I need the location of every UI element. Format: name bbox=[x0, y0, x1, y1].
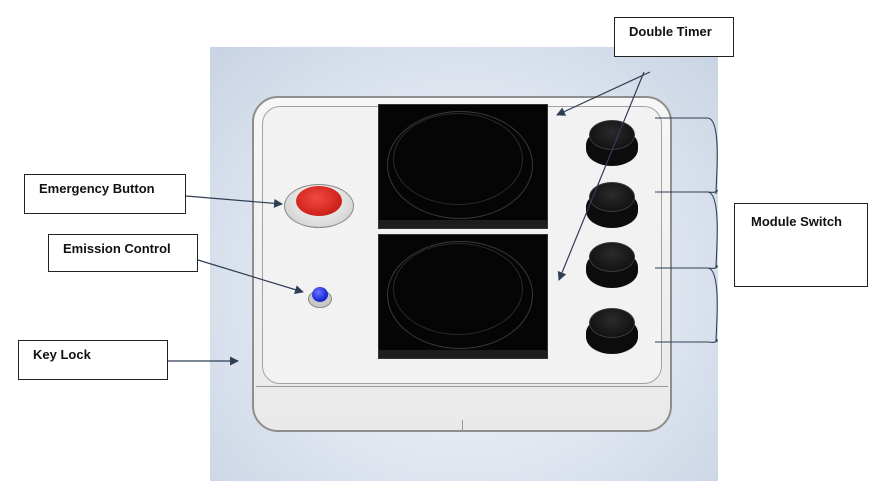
emission-control-label: Emission Control bbox=[48, 234, 198, 272]
timer-display-bottom-band bbox=[379, 350, 547, 358]
device-base-seam bbox=[462, 420, 463, 432]
module-switch-3-top bbox=[589, 242, 635, 272]
timer-display-top bbox=[378, 104, 548, 229]
module-switch-4-top bbox=[589, 308, 635, 338]
key-lock-label: Key Lock bbox=[18, 340, 168, 380]
timer-display-top-inner-ring bbox=[393, 113, 523, 205]
device-base-edge bbox=[256, 386, 668, 387]
module-switch-label: Module Switch bbox=[734, 203, 868, 287]
module-switch-brace-middle bbox=[707, 191, 718, 269]
emergency-arrow bbox=[185, 195, 283, 208]
timer-display-bottom bbox=[378, 234, 548, 359]
module-switch-3 bbox=[586, 242, 638, 288]
timer-display-top-band bbox=[379, 220, 547, 228]
timer-display-bottom-ring bbox=[387, 241, 533, 349]
module-switch-brace-lower bbox=[707, 267, 718, 343]
control-box bbox=[252, 96, 672, 432]
emission-led-cap bbox=[312, 287, 328, 302]
emergency-button-label: Emergency Button bbox=[24, 174, 186, 214]
emission-control-led bbox=[308, 286, 332, 308]
module-switch-1 bbox=[586, 120, 638, 166]
timer-arrow-top bbox=[556, 71, 651, 116]
timer-display-top-ring bbox=[387, 111, 533, 219]
timer-arrow-bottom bbox=[557, 71, 645, 281]
module-switch-4 bbox=[586, 308, 638, 354]
module-switch-brace-upper bbox=[707, 117, 718, 195]
double-timer-label: Double Timer bbox=[614, 17, 734, 57]
emission-arrow bbox=[197, 259, 304, 294]
emergency-button bbox=[284, 178, 354, 228]
timer-display-bottom-inner-ring bbox=[393, 243, 523, 335]
emergency-button-cap bbox=[296, 186, 342, 216]
